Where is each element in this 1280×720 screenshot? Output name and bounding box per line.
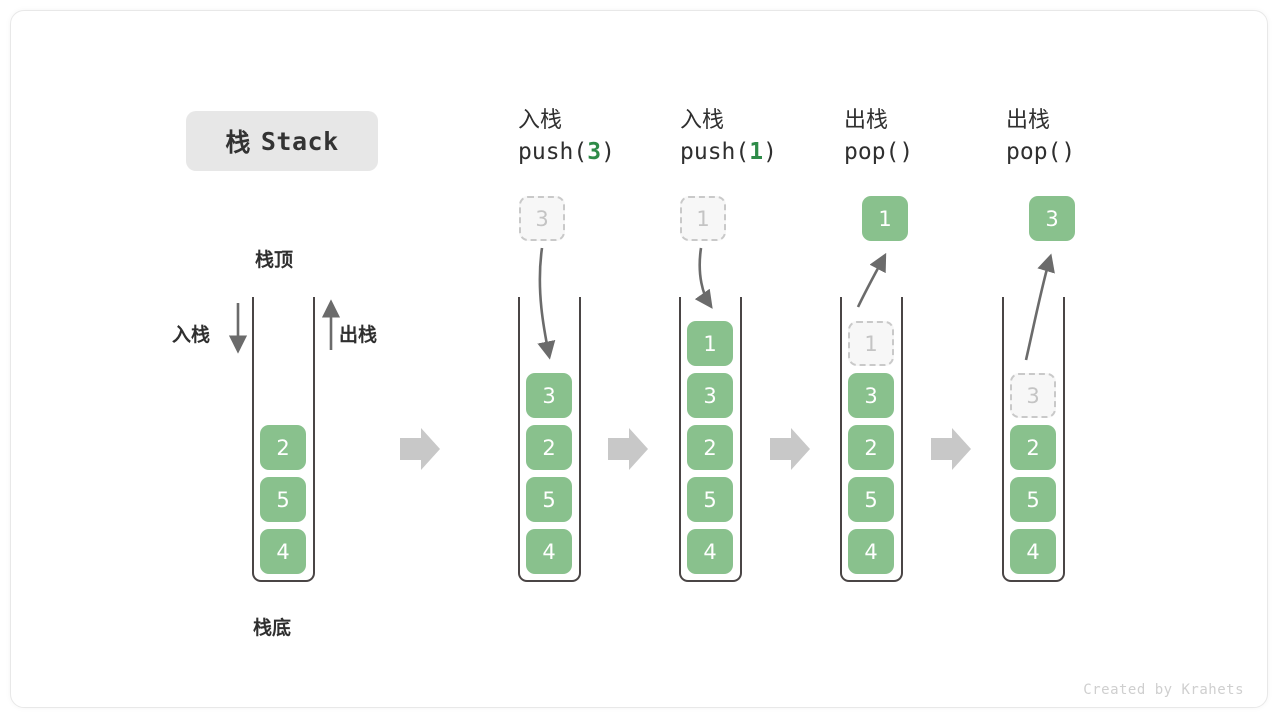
column-header-push-3: 入栈 push(3) [518,106,698,168]
stack-container-push-3 [518,297,581,582]
stack-container-pop-3 [1002,297,1065,582]
column-header-code: pop() [1006,136,1186,168]
stack-cell-ghost: 3 [1010,373,1056,418]
flow-arrow [931,428,971,470]
stack-cell: 2 [687,425,733,470]
popped-value: 3 [1029,196,1075,241]
code-post: ) [899,139,914,165]
column-header-zh: 入栈 [680,108,725,133]
flow-arrow [400,428,440,470]
code-pre: push( [518,139,588,165]
floating-value-ghost: 3 [519,196,565,241]
stack-cell: 2 [1010,425,1056,470]
code-post: ) [601,139,615,165]
title-badge: 栈 Stack [186,111,378,171]
stack-cell: 4 [687,529,733,574]
column-header-zh: 入栈 [518,108,563,133]
flow-arrow [608,428,648,470]
stack-container-push-1 [679,297,742,582]
stack-cell: 4 [848,529,894,574]
code-post: ) [1061,139,1076,165]
code-arg: 3 [587,139,602,165]
stack-container-pop-1 [840,297,903,582]
stack-cell: 3 [687,373,733,418]
floating-value-ghost: 1 [680,196,726,241]
stack-cell: 4 [526,529,572,574]
stack-cell: 4 [260,529,306,574]
stack-cell: 5 [687,477,733,522]
code-post: ) [763,139,777,165]
stack-cell: 3 [526,373,572,418]
footer-credit: Created by Krahets [1083,682,1244,698]
stack-bottom-label: 栈底 [253,617,292,639]
title-zh: 栈 [225,128,251,157]
stack-cell: 5 [260,477,306,522]
stack-top-label: 栈顶 [255,249,294,271]
stack-cell: 5 [1010,477,1056,522]
code-pre: pop( [1006,139,1062,165]
push-axis-label: 入栈 [172,324,211,346]
stack-container-initial [252,297,315,582]
code-pre: pop( [844,139,900,165]
column-header-pop-3: 出栈 pop() [1006,106,1186,168]
code-pre: push( [680,139,750,165]
stack-cell: 5 [848,477,894,522]
stack-cell: 1 [687,321,733,366]
stack-cell: 2 [260,425,306,470]
column-header-code: push(3) [518,136,698,168]
stack-cell: 3 [848,373,894,418]
column-header-zh: 出栈 [1006,108,1051,133]
title-en: Stack [260,126,339,156]
stack-cell: 4 [1010,529,1056,574]
popped-value: 1 [862,196,908,241]
column-header-pop-1: 出栈 pop() [844,106,1024,168]
pop-axis-label: 出栈 [339,324,378,346]
flow-arrow [770,428,810,470]
stack-cell: 2 [526,425,572,470]
stack-cell: 2 [848,425,894,470]
stack-cell: 5 [526,477,572,522]
column-header-code: push(1) [680,136,860,168]
column-header-code: pop() [844,136,1024,168]
column-header-zh: 出栈 [844,108,889,133]
stack-cell-ghost: 1 [848,321,894,366]
column-header-push-1: 入栈 push(1) [680,106,860,168]
code-arg: 1 [749,139,764,165]
